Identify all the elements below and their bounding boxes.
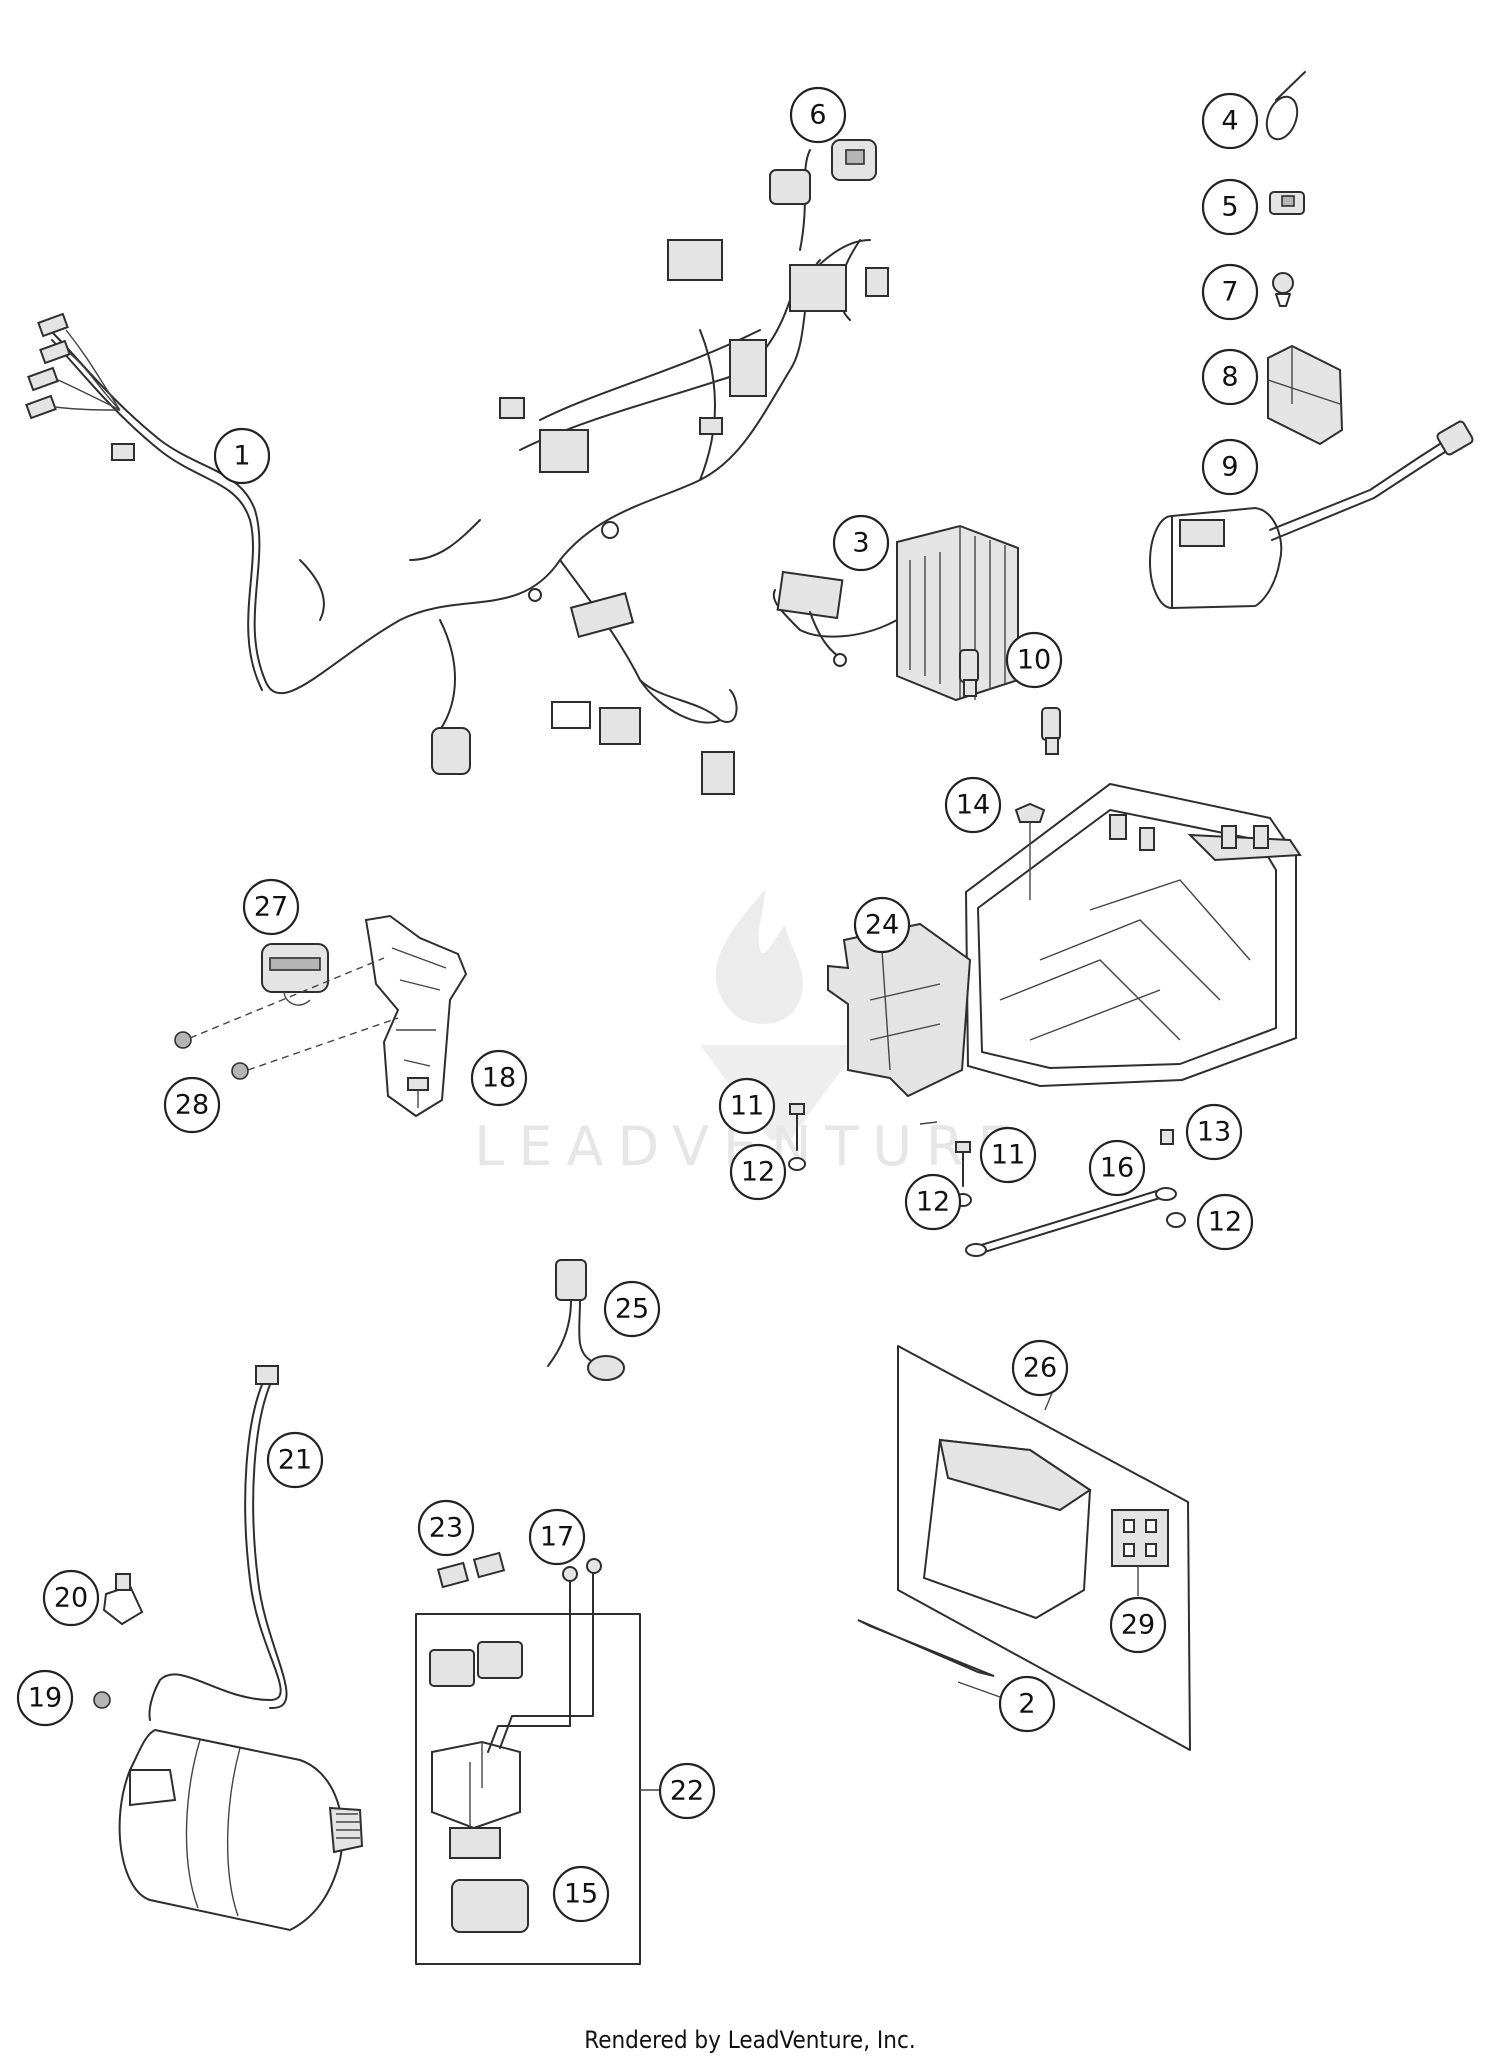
callout-label: 14 [956, 790, 990, 821]
bracket-part [364, 914, 468, 1118]
cable-part [547, 1259, 625, 1381]
callout-label: 17 [540, 1522, 574, 1553]
callout-label: 19 [28, 1683, 62, 1714]
cable-tie-part [1265, 71, 1306, 141]
callout-20: 20 [42, 1569, 100, 1627]
callout-label: 12 [1208, 1207, 1242, 1238]
callout-24: 24 [853, 896, 911, 954]
callout-4: 4 [1201, 92, 1259, 150]
callout-label: 26 [1023, 1353, 1057, 1384]
callout-label: 9 [1221, 452, 1238, 483]
expanding-rivet-part [1272, 272, 1294, 307]
callout-22: 22 [658, 1762, 716, 1820]
callout-label: 8 [1221, 362, 1238, 393]
fuse-part [959, 649, 1061, 755]
callout-label: 6 [809, 100, 826, 131]
callout-label: 7 [1221, 277, 1238, 308]
callout-21: 21 [266, 1431, 324, 1489]
callout-label: 20 [54, 1583, 88, 1614]
callout-2: 2 [998, 1675, 1056, 1733]
callout-16: 16 [1088, 1139, 1146, 1197]
callout-1: 1 [213, 427, 271, 485]
callout-label: 13 [1197, 1117, 1231, 1148]
callout-3: 3 [832, 514, 890, 572]
watermark-flame-icon [715, 890, 803, 1024]
callout-label: 18 [482, 1063, 516, 1094]
callout-6: 6 [789, 86, 847, 144]
callout-label: 5 [1221, 192, 1238, 223]
callout-label: 1 [233, 441, 250, 472]
callout-26: 26 [1011, 1339, 1069, 1397]
callout-7: 7 [1201, 263, 1259, 321]
footer-credit: Rendered by LeadVenture, Inc. [584, 2026, 916, 2054]
callout-label: 24 [865, 910, 899, 941]
callout-27: 27 [242, 878, 300, 936]
nut-part [1160, 1129, 1186, 1228]
battery-holder-part [827, 782, 1302, 1098]
callout-11: 11 [718, 1077, 776, 1135]
connector-cover-part [1267, 344, 1344, 446]
callout-29: 29 [1109, 1596, 1167, 1654]
callout-label: 15 [564, 1879, 598, 1910]
wiring-harness-part [25, 149, 889, 795]
callout-label: 2 [1018, 1689, 1035, 1720]
callout-14: 14 [944, 776, 1002, 834]
callout-label: 29 [1121, 1610, 1155, 1641]
callout-28: 28 [163, 1076, 221, 1134]
callout-label: 21 [278, 1445, 312, 1476]
callout-12: 12 [729, 1143, 787, 1201]
watermark-v-icon [700, 1045, 860, 1140]
cap-part [102, 1573, 144, 1626]
callout-15: 15 [552, 1865, 610, 1923]
screw-part [1014, 802, 1046, 900]
starter-motor-part [118, 1728, 364, 1932]
callout-label: 27 [254, 892, 288, 923]
callout-25: 25 [603, 1280, 661, 1338]
callout-18: 18 [470, 1049, 528, 1107]
screw-part [788, 1103, 806, 1171]
fuse-part [436, 1551, 506, 1589]
callout-label: 28 [175, 1090, 209, 1121]
callout-label: 4 [1221, 106, 1238, 137]
callout-label: 23 [429, 1513, 463, 1544]
voltage-regulator-part [772, 524, 1019, 702]
sensor-part [1149, 420, 1474, 610]
nut-part [93, 1691, 111, 1709]
screw-part [562, 1558, 602, 1582]
callout-19: 19 [16, 1669, 74, 1727]
callout-label: 22 [670, 1776, 704, 1807]
starter-relay-kit-part [415, 1571, 668, 1965]
callout-17: 17 [528, 1508, 586, 1566]
connector-part [831, 139, 877, 181]
callout-label: 3 [852, 528, 869, 559]
starter-cable-part [148, 1365, 288, 1721]
battery-part [857, 1345, 1191, 1751]
callout-8: 8 [1201, 348, 1259, 406]
callout-label: 12 [741, 1157, 775, 1188]
callout-label: 11 [730, 1091, 764, 1122]
callout-12: 12 [904, 1173, 962, 1231]
leader-lines [919, 1121, 1139, 1698]
screw-part [174, 957, 399, 1080]
clip-part [1269, 191, 1305, 215]
callout-label: 16 [1100, 1153, 1134, 1184]
callout-5: 5 [1201, 178, 1259, 236]
callout-13: 13 [1185, 1103, 1243, 1161]
callout-label: 25 [615, 1294, 649, 1325]
callout-label: 12 [916, 1187, 950, 1218]
callout-10: 10 [1005, 631, 1063, 689]
callout-11: 11 [979, 1126, 1037, 1184]
ground-cable-part [965, 1187, 1177, 1257]
connector-holder-part [261, 943, 329, 1006]
callout-label: 11 [991, 1140, 1025, 1171]
callout-label: 10 [1017, 645, 1051, 676]
callout-9: 9 [1201, 438, 1259, 496]
callout-12: 12 [1196, 1193, 1254, 1251]
callout-23: 23 [417, 1499, 475, 1557]
